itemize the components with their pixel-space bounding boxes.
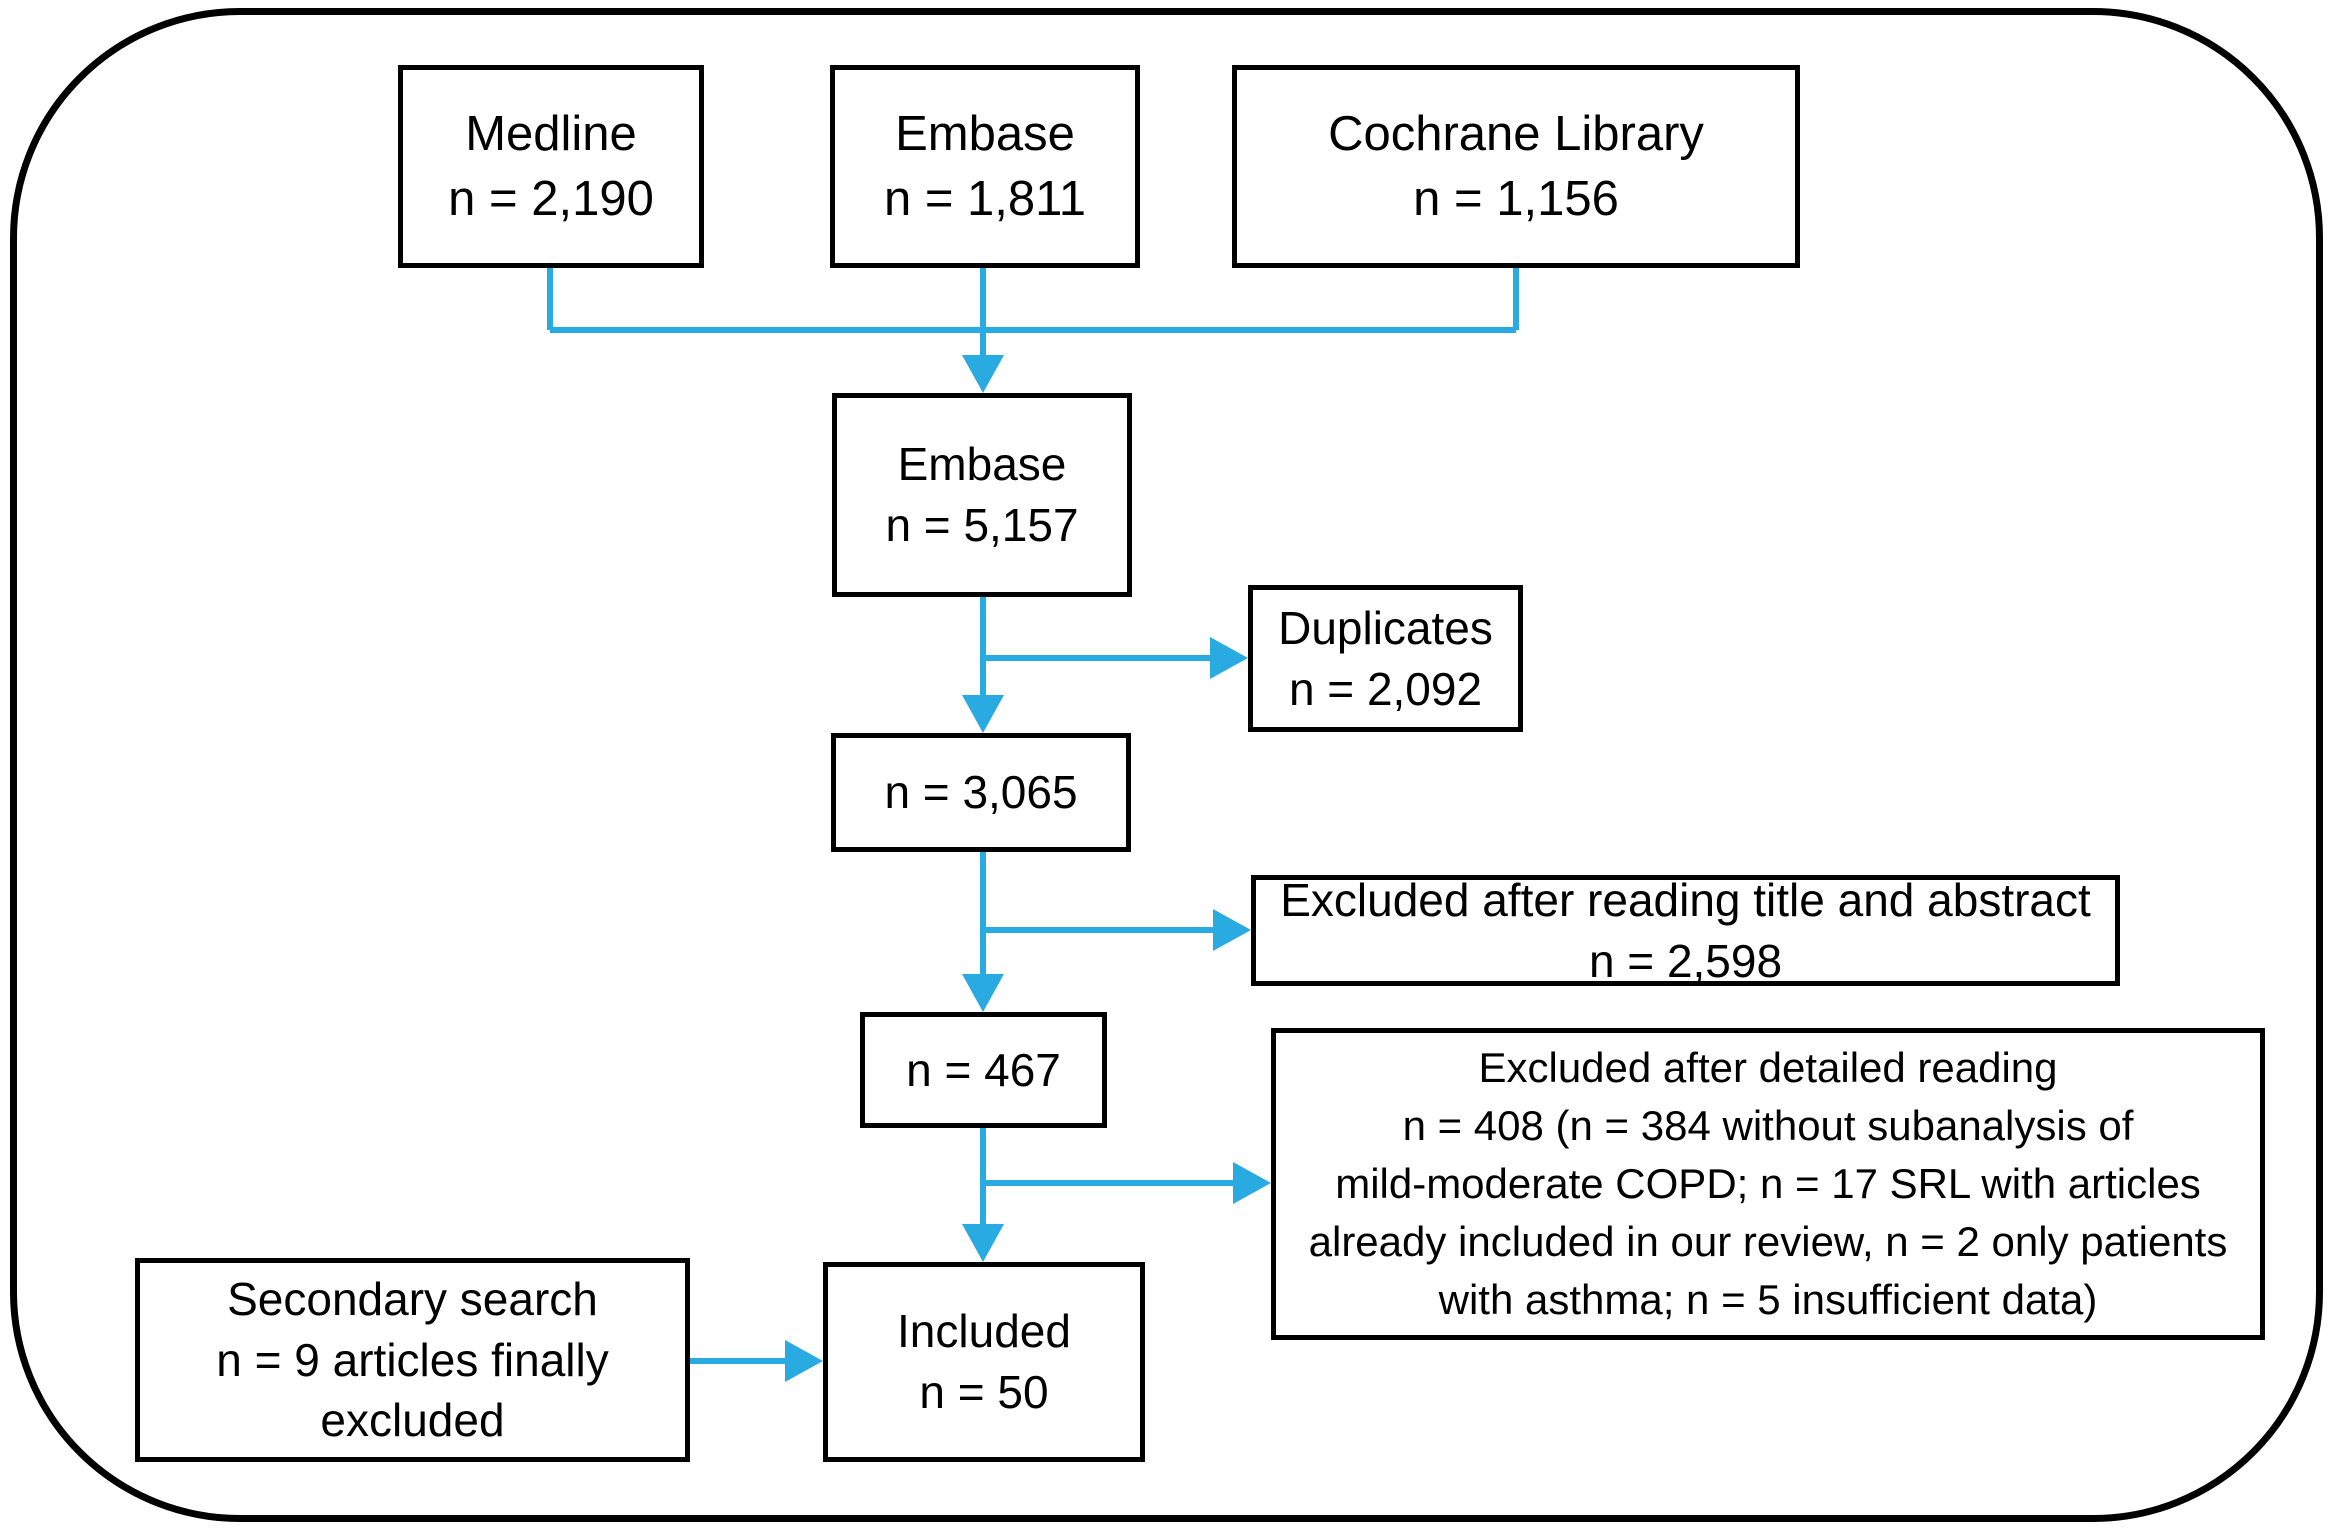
node-secondary-search: Secondary search n = 9 articles finally … bbox=[135, 1258, 690, 1462]
node-secondary-search-line3: excluded bbox=[320, 1394, 505, 1447]
node-excluded-detailed-line1: Excluded after detailed reading bbox=[1478, 1044, 2058, 1092]
node-medline-label: Medline bbox=[465, 106, 637, 161]
node-duplicates-label: Duplicates bbox=[1278, 601, 1493, 654]
arrowhead-down-into-after-duplicates-icon bbox=[962, 695, 1004, 733]
connector-sources-merge bbox=[547, 268, 1519, 358]
arrowhead-right-into-duplicates-icon bbox=[1210, 637, 1248, 679]
node-medline: Medline n = 2,190 bbox=[398, 65, 704, 268]
node-excluded-detailed: Excluded after detailed reading n = 408 … bbox=[1271, 1028, 2265, 1340]
node-excluded-title-abstract-count: n = 2,598 bbox=[1588, 934, 1783, 987]
node-pooled-records-label: Embase bbox=[897, 438, 1067, 491]
connector-pooled-branch bbox=[980, 597, 1213, 698]
node-full-text-assessed: n = 467 bbox=[860, 1012, 1107, 1128]
node-excluded-detailed-line3: mild-moderate COPD; n = 17 SRL with arti… bbox=[1335, 1160, 2201, 1208]
connector-fulltext-branch bbox=[980, 1128, 1236, 1227]
connector-screening-branch bbox=[980, 852, 1216, 977]
node-cochrane-library: Cochrane Library n = 1,156 bbox=[1232, 65, 1800, 268]
node-duplicates-count: n = 2,092 bbox=[1288, 662, 1483, 715]
arrowhead-down-into-included-icon bbox=[962, 1224, 1004, 1262]
node-after-duplicates-count: n = 3,065 bbox=[884, 766, 1078, 819]
node-embase-source-count: n = 1,811 bbox=[883, 171, 1087, 226]
node-embase-source-label: Embase bbox=[895, 106, 1075, 161]
node-excluded-title-abstract: Excluded after reading title and abstrac… bbox=[1251, 874, 2120, 987]
node-included: Included n = 50 bbox=[823, 1262, 1145, 1462]
node-secondary-search-line2: n = 9 articles finally bbox=[216, 1333, 609, 1386]
node-cochrane-library-label: Cochrane Library bbox=[1328, 106, 1704, 161]
node-excluded-title-abstract-label: Excluded after reading title and abstrac… bbox=[1280, 873, 2091, 926]
node-included-count: n = 50 bbox=[919, 1366, 1049, 1418]
node-excluded-detailed-line5: with asthma; n = 5 insufficient data) bbox=[1438, 1275, 2098, 1323]
node-included-label: Included bbox=[897, 1305, 1071, 1358]
arrowhead-right-into-included-icon bbox=[785, 1340, 823, 1382]
node-pooled-records-count: n = 5,157 bbox=[885, 499, 1079, 551]
outer-rounded-border bbox=[10, 8, 2323, 1522]
node-duplicates: Duplicates n = 2,092 bbox=[1248, 585, 1523, 732]
arrowhead-right-into-excluded-title-abstract-icon bbox=[1213, 909, 1251, 951]
arrowhead-down-into-full-text-icon bbox=[962, 974, 1004, 1012]
node-excluded-detailed-line2: n = 408 (n = 384 without subanalysis of bbox=[1402, 1102, 2134, 1150]
node-secondary-search-line1: Secondary search bbox=[227, 1272, 598, 1325]
node-after-duplicates: n = 3,065 bbox=[831, 733, 1131, 852]
node-cochrane-library-count: n = 1,156 bbox=[1413, 171, 1619, 226]
arrowhead-right-into-excluded-detailed-icon bbox=[1233, 1162, 1271, 1204]
node-embase-source: Embase n = 1,811 bbox=[830, 65, 1140, 268]
node-excluded-detailed-line4: already included in our review, n = 2 on… bbox=[1308, 1217, 2228, 1265]
node-medline-count: n = 2,190 bbox=[448, 171, 654, 226]
node-full-text-assessed-count: n = 467 bbox=[906, 1043, 1061, 1096]
arrowhead-down-into-pooled-icon bbox=[962, 355, 1004, 393]
node-pooled-records: Embase n = 5,157 bbox=[832, 393, 1132, 597]
